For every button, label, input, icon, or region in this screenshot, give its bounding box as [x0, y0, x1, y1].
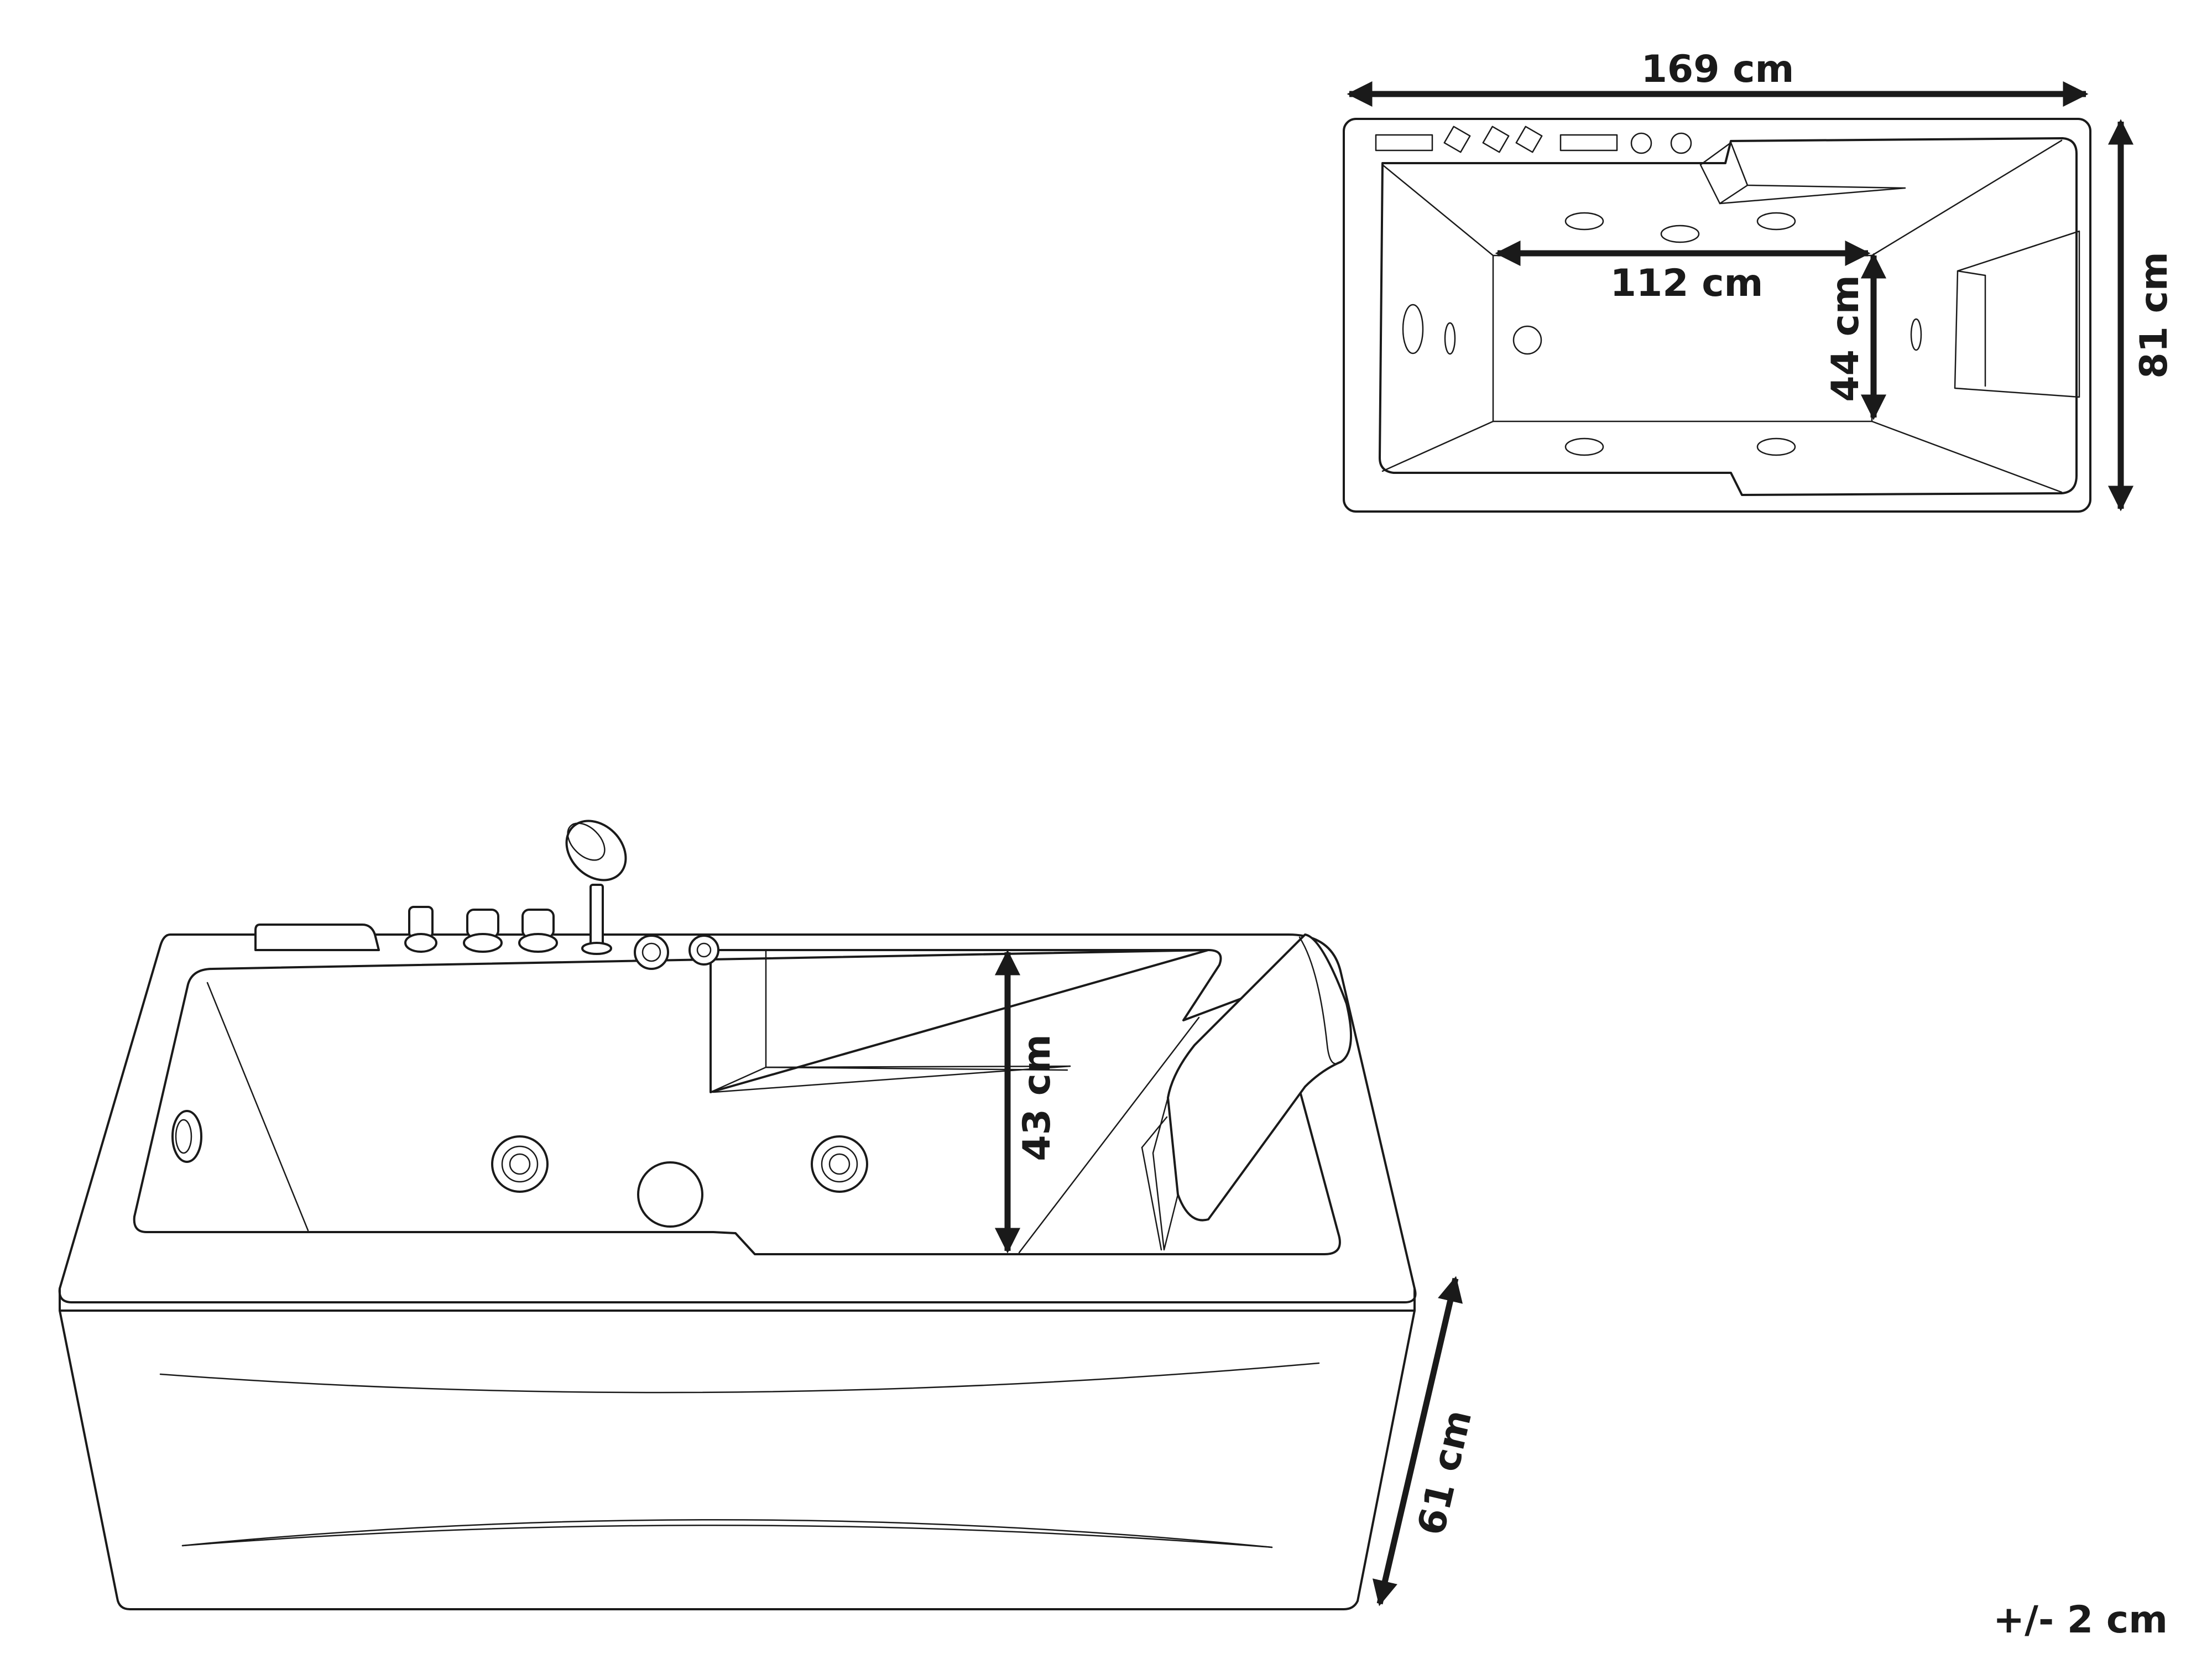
top-view-jet	[1910, 318, 1922, 351]
front-view	[58, 820, 1417, 1610]
top-view-jet	[1444, 322, 1456, 355]
front-view-rim-button	[634, 935, 669, 970]
front-view-headrest-fold	[1298, 936, 1342, 1065]
top-view-inner-basin	[1379, 137, 2078, 496]
front-view-rim-button	[696, 942, 712, 958]
top-view-jet	[1402, 304, 1424, 354]
front-view-headrest	[1167, 933, 1352, 1222]
top-view	[1343, 118, 2091, 513]
dimension-label-inner-width: 44 cm	[1824, 275, 1867, 401]
front-view-rim-button	[688, 935, 719, 966]
dimension-label-inner-length: 112 cm	[1610, 262, 1764, 305]
dimension-label-top-length: 169 cm	[1641, 48, 1794, 91]
top-view-jet	[1564, 437, 1604, 456]
front-view-apron	[59, 1310, 1416, 1610]
dimension-arrow-height	[1372, 1276, 1463, 1606]
top-view-headrest-edge	[1957, 270, 1986, 276]
front-view-valve	[404, 906, 437, 953]
front-view-side-jet	[171, 1110, 202, 1163]
front-view-basin	[133, 949, 1341, 1255]
top-view-corner-line	[1381, 164, 1494, 257]
top-view-jet	[1756, 437, 1796, 456]
front-view-valve	[463, 909, 503, 953]
front-view-armrest	[709, 949, 1209, 1093]
top-view-jet	[1660, 225, 1700, 243]
dimension-label-depth: 43 cm	[1015, 1034, 1059, 1161]
front-view-apron-curve	[181, 1519, 1273, 1548]
front-view-basin-corner	[206, 982, 309, 1232]
front-view-apron-curve	[159, 1362, 1320, 1394]
top-view-outer-rim	[1343, 118, 2091, 513]
tolerance-note: +/- 2 cm	[1993, 1598, 2168, 1642]
top-view-drain	[1512, 325, 1542, 355]
top-view-control-button	[1482, 126, 1510, 153]
front-view-drain	[637, 1161, 703, 1228]
front-view-jet	[811, 1135, 868, 1193]
front-view-basin-corner	[1018, 1016, 1200, 1254]
top-view-knob	[1670, 132, 1692, 154]
front-view-headrest-edge	[1141, 1116, 1168, 1149]
top-view-control-panel	[1375, 134, 1433, 152]
top-view-armrest-edge	[1719, 184, 1749, 205]
dimension-label-top-width: 81 cm	[2132, 252, 2176, 378]
front-view-valve	[518, 909, 558, 953]
top-view-control-button	[1515, 126, 1543, 153]
top-view-armrest	[1699, 142, 1906, 205]
front-view-rim-button	[641, 942, 661, 962]
top-view-headrest	[1954, 230, 2080, 398]
top-view-control-button	[1443, 126, 1471, 153]
top-view-corner-line	[1381, 420, 1494, 472]
front-view-jet	[491, 1135, 549, 1193]
top-view-corner-line	[1871, 139, 2063, 257]
front-view-control-panel	[254, 924, 380, 951]
front-view-hand-shower	[565, 820, 627, 955]
top-view-jet	[1564, 212, 1604, 231]
front-view-apron-curve	[181, 1524, 1273, 1548]
front-view-headrest-edge	[1141, 1146, 1162, 1251]
top-view-knob	[1630, 132, 1652, 154]
top-view-control-panel	[1559, 134, 1618, 152]
top-view-corner-line	[1871, 420, 2063, 493]
top-view-jet	[1756, 212, 1796, 231]
